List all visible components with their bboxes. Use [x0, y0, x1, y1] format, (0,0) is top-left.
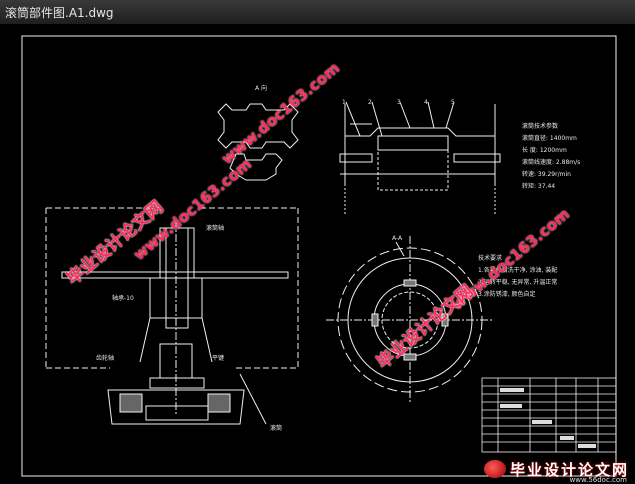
window-title: 滚筒部件图.A1.dwg — [5, 6, 114, 20]
technical-notes: 技术要求 1.各零件清洗干净, 涂油, 装配 2.运转平稳, 无异常, 升温正常… — [478, 254, 557, 298]
part-number-4: 4 — [424, 99, 428, 106]
corner-brand: 毕业设计论文网 www.56doc.com — [483, 458, 629, 484]
brand-site: www.56doc.com — [569, 476, 627, 484]
notes-line-1: 1.各零件清洗干净, 涂油, 装配 — [478, 266, 557, 274]
part-number-2: 2 — [368, 99, 372, 106]
label-key: 平键 — [212, 354, 224, 362]
drawing-border — [21, 35, 617, 477]
spec-title: 滚筒技术参数 — [522, 122, 558, 130]
brand-name: 毕业设计论文网 — [509, 460, 629, 479]
circle-label: A-A — [392, 235, 403, 242]
main-labels: 滚筒轴 轴承-10 齿轮轴 平键 滚筒 — [96, 224, 282, 432]
a-view-label: A 向 — [255, 84, 267, 92]
label-gear-shaft: 齿轮轴 — [96, 354, 114, 362]
spec-line-1: 滚筒直径: 1400mm — [522, 134, 577, 142]
spec-line-5: 转矩: 37.44 — [522, 182, 555, 190]
section-view-top — [339, 101, 501, 214]
part-number-3: 3 — [397, 99, 401, 106]
label-drum: 滚筒 — [270, 424, 282, 432]
main-assembly — [45, 207, 299, 425]
title-block — [481, 377, 617, 453]
label-bearing: 轴承-10 — [112, 294, 134, 302]
spec-line-3: 滚筒线速度: 2.88m/s — [522, 158, 580, 166]
label-drum-shaft: 滚筒轴 — [206, 224, 224, 232]
spec-line-4: 转速: 39.29r/min — [522, 170, 571, 178]
notes-line-3: 3.涂防锈漆, 颜色自定 — [478, 290, 536, 298]
brand-logo-icon — [483, 460, 506, 478]
circular-view — [326, 236, 494, 404]
spec-block: 滚筒技术参数 滚筒直径: 1400mm 长 度: 1200mm 滚筒线速度: 2… — [522, 122, 580, 190]
notes-title: 技术要求 — [478, 254, 502, 262]
notes-line-2: 2.运转平稳, 无异常, 升温正常 — [478, 278, 557, 286]
a-view-part — [217, 103, 299, 181]
part-number-5: 5 — [451, 99, 455, 106]
window-titlebar: 滚筒部件图.A1.dwg — [0, 0, 635, 25]
spec-line-2: 长 度: 1200mm — [522, 146, 567, 154]
part-number-1: 1 — [342, 99, 346, 106]
cad-canvas[interactable]: A 向 1 2 3 4 5 滚筒技术参数 滚筒直径: 14 — [0, 24, 635, 484]
cad-drawing: A 向 1 2 3 4 5 滚筒技术参数 滚筒直径: 14 — [21, 35, 617, 477]
